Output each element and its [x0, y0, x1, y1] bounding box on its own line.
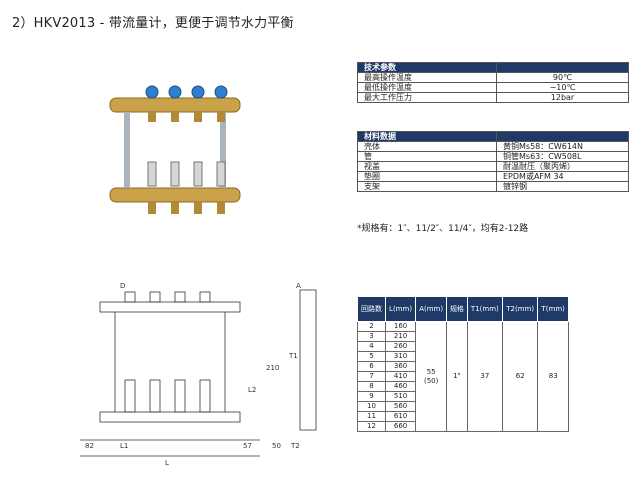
- dim-57: 57: [243, 442, 252, 450]
- dim-50: 50: [272, 442, 281, 450]
- page-title: 2）HKV2013 - 带流量计，更便于调节水力平衡: [12, 16, 294, 31]
- table-row: 壳体黄铜Ms58：CW614N: [357, 141, 629, 152]
- dim-l2: L2: [248, 386, 256, 394]
- dim-l1: L1: [120, 442, 128, 450]
- dimensions-table: 回路数 L(mm) A(mm) 规格 T1(mm) T2(mm) T(mm) 2…: [357, 296, 569, 432]
- table-row: 最低操作温度−10℃: [357, 82, 629, 93]
- materials-header: 材料数据: [357, 131, 497, 142]
- technical-drawing: D A L L1 L2 T1 T2 210 82 57 50: [80, 282, 317, 467]
- dim-82: 82: [85, 442, 94, 450]
- dim-t2: T2: [290, 442, 300, 450]
- materials-table: 材料数据 壳体黄铜Ms58：CW614N 管铜管Ms63：CW508L 视盖耐温…: [357, 131, 629, 192]
- dim-h: 210: [266, 364, 279, 372]
- dim-l: L: [165, 459, 169, 467]
- dim-d: D: [120, 282, 125, 290]
- table-row: 支架镀锌钢: [357, 181, 629, 192]
- manifold-photo: [109, 85, 241, 214]
- spec-note: *规格有：1″、11/2″、11/4″，均有2-12路: [357, 224, 529, 234]
- tech-header: 技术参数: [357, 62, 497, 73]
- table-row: 视盖耐温耐压（聚丙烯）: [357, 161, 629, 172]
- table-row: 管铜管Ms63：CW508L: [357, 151, 629, 162]
- dim-a: A: [296, 282, 301, 290]
- dim-t1: T1: [288, 352, 298, 360]
